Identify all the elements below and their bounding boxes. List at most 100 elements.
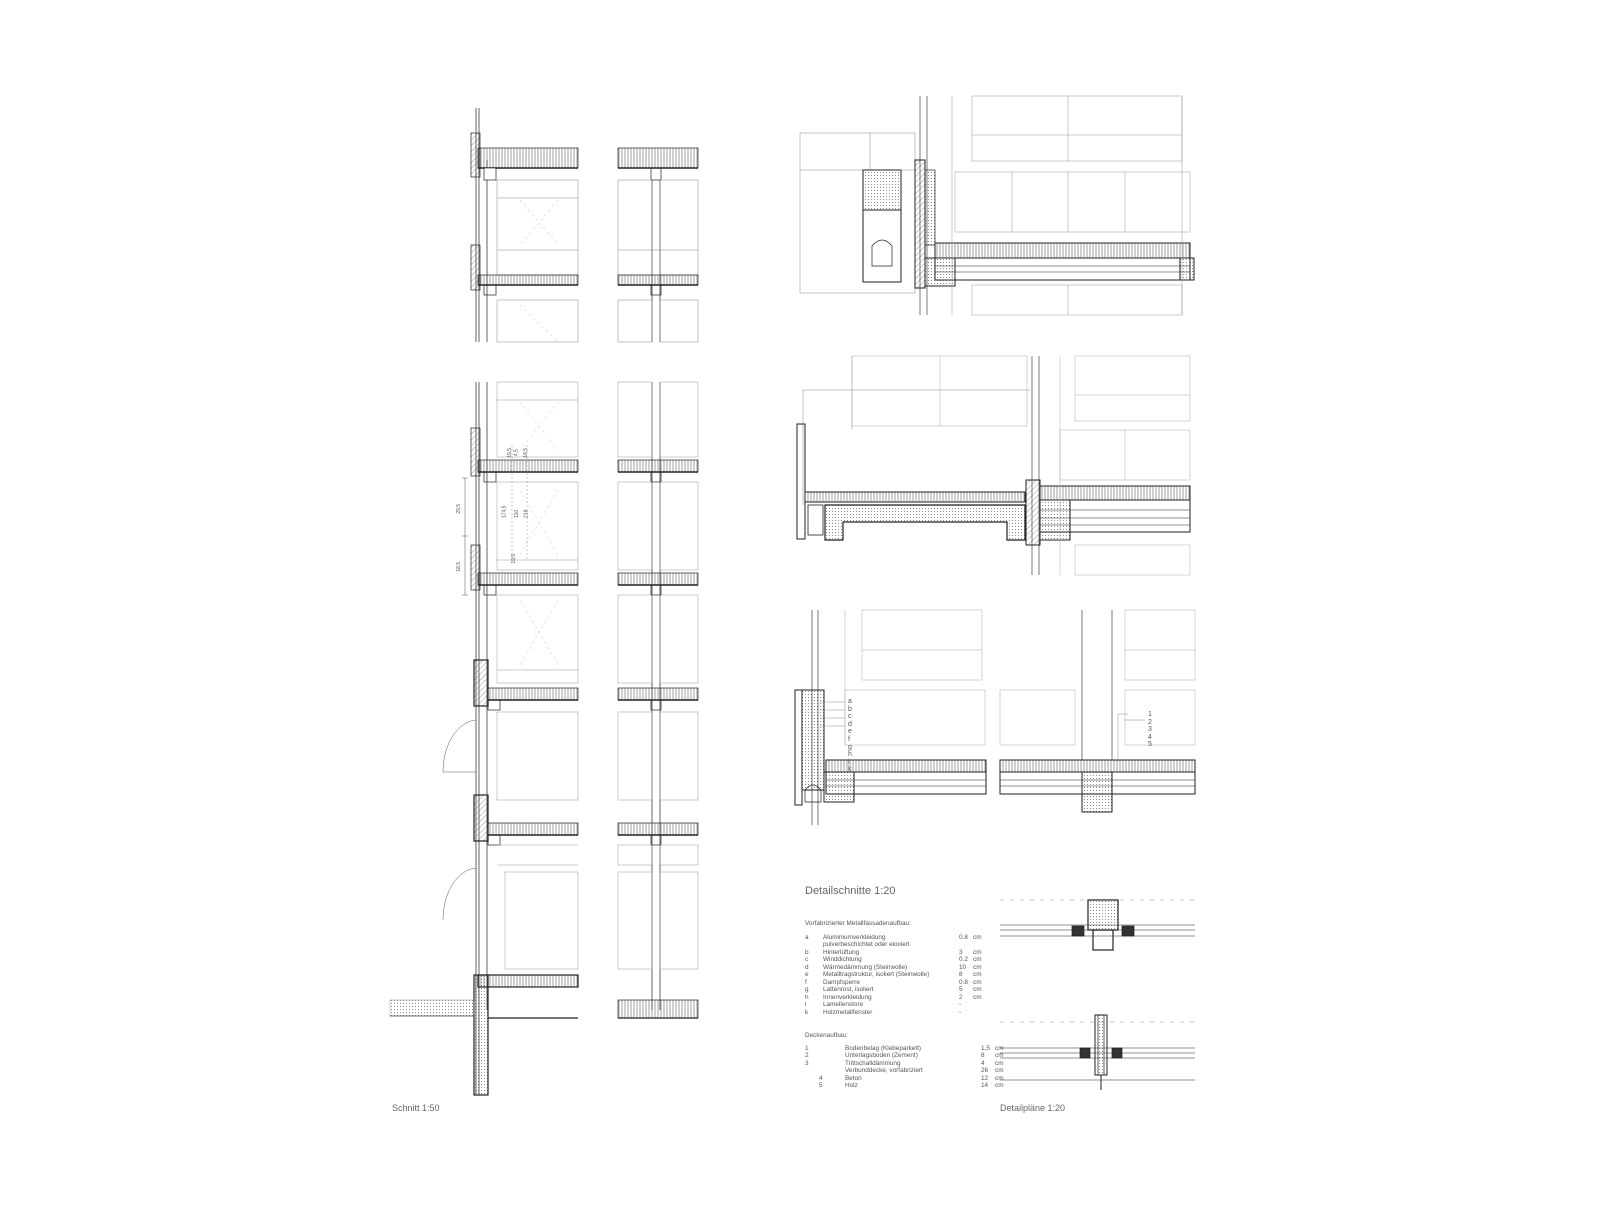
legend-unit bbox=[973, 941, 985, 948]
legend-text: Trittschalldämmung bbox=[845, 1059, 901, 1067]
legend-text: Dampfsperre bbox=[823, 978, 860, 986]
legend-key: 2 bbox=[805, 1052, 809, 1060]
legend-value: 12 bbox=[981, 1074, 989, 1082]
legend-row: 4 Beton 12 cm bbox=[805, 1075, 1007, 1082]
detail-section-balcony bbox=[796, 355, 1191, 576]
dim-label: 29,5 bbox=[456, 503, 463, 514]
legend-value: 26 bbox=[981, 1067, 989, 1075]
detail-plan-mullion bbox=[1000, 1014, 1195, 1090]
legend-text: Lattenrost, isoliert bbox=[823, 986, 874, 994]
letter-label: i bbox=[848, 758, 850, 766]
legend-key: k bbox=[805, 1008, 809, 1016]
legend-row: pulverbeschichtet oder eloxiert bbox=[805, 941, 985, 948]
legend-text: Holzmetallfenster bbox=[823, 1008, 873, 1016]
legend-text: Verbunddecke, vorfabriziert bbox=[845, 1067, 923, 1075]
legend-row: k Holzmetallfenster - bbox=[805, 1009, 985, 1016]
letter-label: f bbox=[848, 735, 850, 743]
legend-unit: cm bbox=[995, 1082, 1004, 1090]
legend-text: Aluminiumverkleidung bbox=[823, 934, 886, 941]
legend-key: b bbox=[805, 948, 809, 956]
number-label: 1 bbox=[1148, 711, 1152, 718]
dim-label: 4,5 bbox=[513, 449, 520, 457]
legend-key: 5 bbox=[819, 1082, 823, 1090]
legend-key: 4 bbox=[819, 1074, 823, 1082]
legend-text: Innenverkleidung bbox=[823, 993, 872, 1001]
legend-text: pulverbeschichtet oder eloxiert bbox=[823, 941, 910, 949]
legend-row: 5 Holz 14 cm bbox=[805, 1082, 1007, 1089]
detail-letter-labels: a b c d e f g h i k bbox=[848, 698, 852, 774]
legend-value bbox=[959, 941, 973, 948]
dim-label: 110 bbox=[514, 509, 521, 518]
legend-key: d bbox=[805, 963, 809, 971]
section-1-50-upper bbox=[470, 108, 699, 343]
legend-value: 3 bbox=[959, 948, 963, 956]
dim-label: 218 bbox=[523, 509, 530, 518]
legend-text: Winddichtung bbox=[823, 956, 862, 964]
caption-detail-sections: Detailschnitte 1:20 bbox=[805, 885, 896, 897]
legend-value: 10 bbox=[959, 963, 967, 971]
number-label: 3 bbox=[1148, 726, 1152, 734]
facade-legend-table: a Aluminiumverkleidung 0.8 cm pulverbeschich… bbox=[805, 934, 985, 1016]
legend-text: Unterlagsboden (Zement) bbox=[845, 1052, 918, 1060]
legend-text: Wärmedämmung (Steinwolle) bbox=[823, 963, 908, 971]
legend-text: Beton bbox=[845, 1074, 862, 1082]
legend-value: 8 bbox=[981, 1052, 985, 1060]
legend-value: 0.2 bbox=[959, 956, 968, 964]
legend-unit bbox=[973, 1009, 985, 1016]
caption-section: Schnitt 1:50 bbox=[392, 1103, 440, 1113]
letter-label: h bbox=[848, 751, 852, 759]
legend-key bbox=[805, 1067, 845, 1074]
legend-key bbox=[805, 941, 823, 948]
section-1-50-lower bbox=[389, 381, 699, 1096]
legend-unit: cm bbox=[973, 978, 982, 986]
letter-label: a bbox=[848, 698, 852, 705]
legend-unit bbox=[973, 1001, 985, 1008]
detail-section-roof bbox=[799, 95, 1195, 316]
legend-value: - bbox=[959, 1001, 962, 1009]
legend-unit: cm bbox=[973, 986, 982, 994]
letter-label: b bbox=[848, 705, 852, 713]
caption-detail-plans: Detailpläne 1:20 bbox=[1000, 1103, 1066, 1113]
detail-plan-column bbox=[1000, 899, 1195, 951]
legend-key: a bbox=[805, 934, 809, 941]
legend-unit: cm bbox=[973, 934, 982, 941]
legend-value: 0.8 bbox=[959, 934, 968, 941]
dim-label: 18,5 bbox=[456, 561, 463, 572]
letter-label: g bbox=[848, 743, 852, 751]
detail-section-floor bbox=[794, 609, 1196, 825]
letter-label: k bbox=[848, 766, 852, 774]
letter-label: c bbox=[848, 713, 852, 721]
legend-key: e bbox=[805, 971, 809, 979]
legend-key: g bbox=[805, 986, 809, 994]
legend-text: Holz bbox=[845, 1082, 858, 1090]
number-label: 2 bbox=[1148, 718, 1152, 726]
legend-unit: cm bbox=[995, 1067, 1004, 1075]
legend-value: 2 bbox=[959, 993, 963, 1001]
ceiling-legend-heading: Deckenaufbau: bbox=[805, 1032, 848, 1039]
legend-text: Hinterlüftung bbox=[823, 948, 860, 956]
legend-key: h bbox=[805, 993, 809, 1001]
legend-unit: cm bbox=[995, 1059, 1004, 1067]
legend-unit: cm bbox=[995, 1052, 1004, 1060]
legend-text: Lamellenstore bbox=[823, 1001, 864, 1009]
number-label: 4 bbox=[1148, 733, 1152, 741]
legend-unit: cm bbox=[973, 971, 982, 979]
legend-value: 14 bbox=[981, 1082, 989, 1090]
legend-key: 3 bbox=[805, 1059, 809, 1067]
letter-label: d bbox=[848, 720, 852, 728]
facade-legend-heading: Vorfabrizierter Metallfassadenaufbau: bbox=[805, 920, 911, 927]
legend-unit: cm bbox=[995, 1074, 1004, 1082]
legend-row: a Aluminiumverkleidung 0.8 cm bbox=[805, 934, 985, 941]
legend-value: - bbox=[959, 1008, 962, 1016]
dim-label: 19,5 bbox=[511, 553, 518, 564]
dim-label: 14,5 bbox=[523, 447, 530, 458]
legend-text: Bodenbelag (Klebeparkett) bbox=[845, 1045, 922, 1052]
number-label: 5 bbox=[1148, 741, 1152, 749]
